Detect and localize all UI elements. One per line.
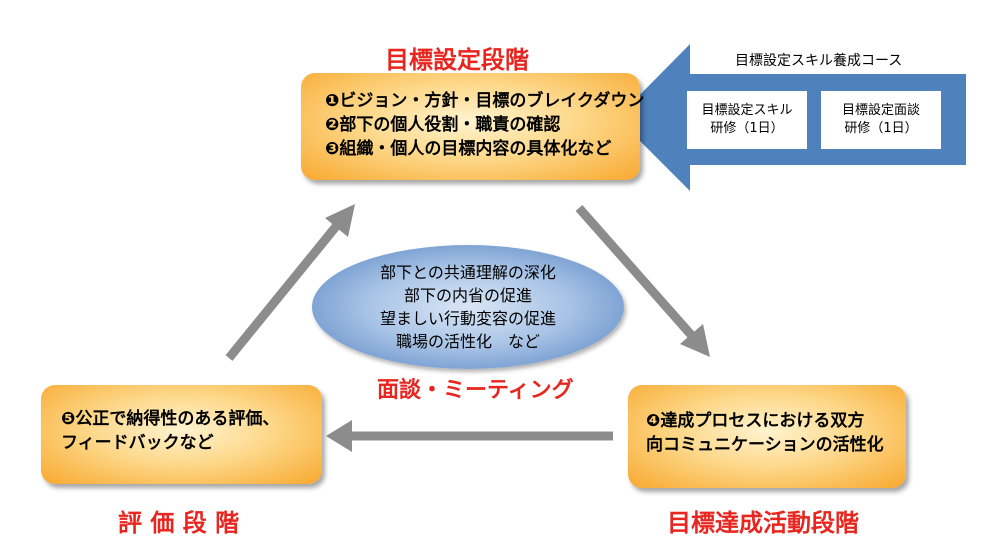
- arrow-achievement-to-evaluation: [326, 420, 613, 452]
- course-box-skill: 目標設定スキル 研修（1日）: [687, 91, 807, 149]
- arrow-evaluation-to-goal: [225, 204, 355, 361]
- achievement-item-2: 向コミュニケーションの活性化: [646, 435, 884, 455]
- achievement-title: 目標達成活動段階: [667, 509, 859, 537]
- center-line-1: 部下との共通理解の深化: [380, 263, 556, 282]
- evaluation-box: ❺公正で納得性のある評価、 フィードバックなど: [41, 385, 322, 484]
- center-ellipse: 部下との共通理解の深化 部下の内省の促進 望ましい行動変容の促進 職場の活性化 …: [312, 245, 624, 369]
- goal-setting-title: 目標設定段階: [385, 46, 529, 74]
- goal-setting-box: ❶ビジョン・方針・目標のブレイクダウン ❷部下の個人役割・職責の確認 ❸組織・個…: [301, 73, 645, 180]
- course-title: 目標設定スキル養成コース: [735, 53, 903, 69]
- meeting-label: 面談・ミーティング: [377, 378, 574, 403]
- course-box-skill-line2: 研修（1日）: [710, 121, 784, 136]
- goal-setting-item-3: ❸組織・個人の目標内容の具体化など: [325, 139, 612, 159]
- achievement-box: ❹達成プロセスにおける双方 向コミュニケーションの活性化: [628, 385, 906, 488]
- center-line-3: 望ましい行動変容の促進: [379, 309, 556, 328]
- course-box-interview: 目標設定面談 研修（1日）: [821, 91, 941, 149]
- course-box-interview-line1: 目標設定面談: [841, 103, 920, 118]
- achievement-item-1: ❹達成プロセスにおける双方: [646, 411, 865, 431]
- center-line-4: 職場の活性化 など: [395, 332, 540, 351]
- evaluation-title: 評 価 段 階: [118, 509, 240, 537]
- goal-setting-item-2: ❷部下の個人役割・職責の確認: [325, 115, 561, 135]
- course-box-skill-line1: 目標設定スキル: [701, 103, 793, 118]
- evaluation-item-1: ❺公正で納得性のある評価、: [61, 409, 280, 429]
- center-line-2: 部下の内省の促進: [403, 286, 532, 305]
- evaluation-item-2: フィードバックなど: [61, 433, 214, 453]
- arrow-goal-to-achievement: [575, 205, 710, 357]
- goal-setting-item-1: ❶ビジョン・方針・目標のブレイクダウン: [325, 91, 645, 111]
- course-box-interview-line2: 研修（1日）: [844, 121, 918, 136]
